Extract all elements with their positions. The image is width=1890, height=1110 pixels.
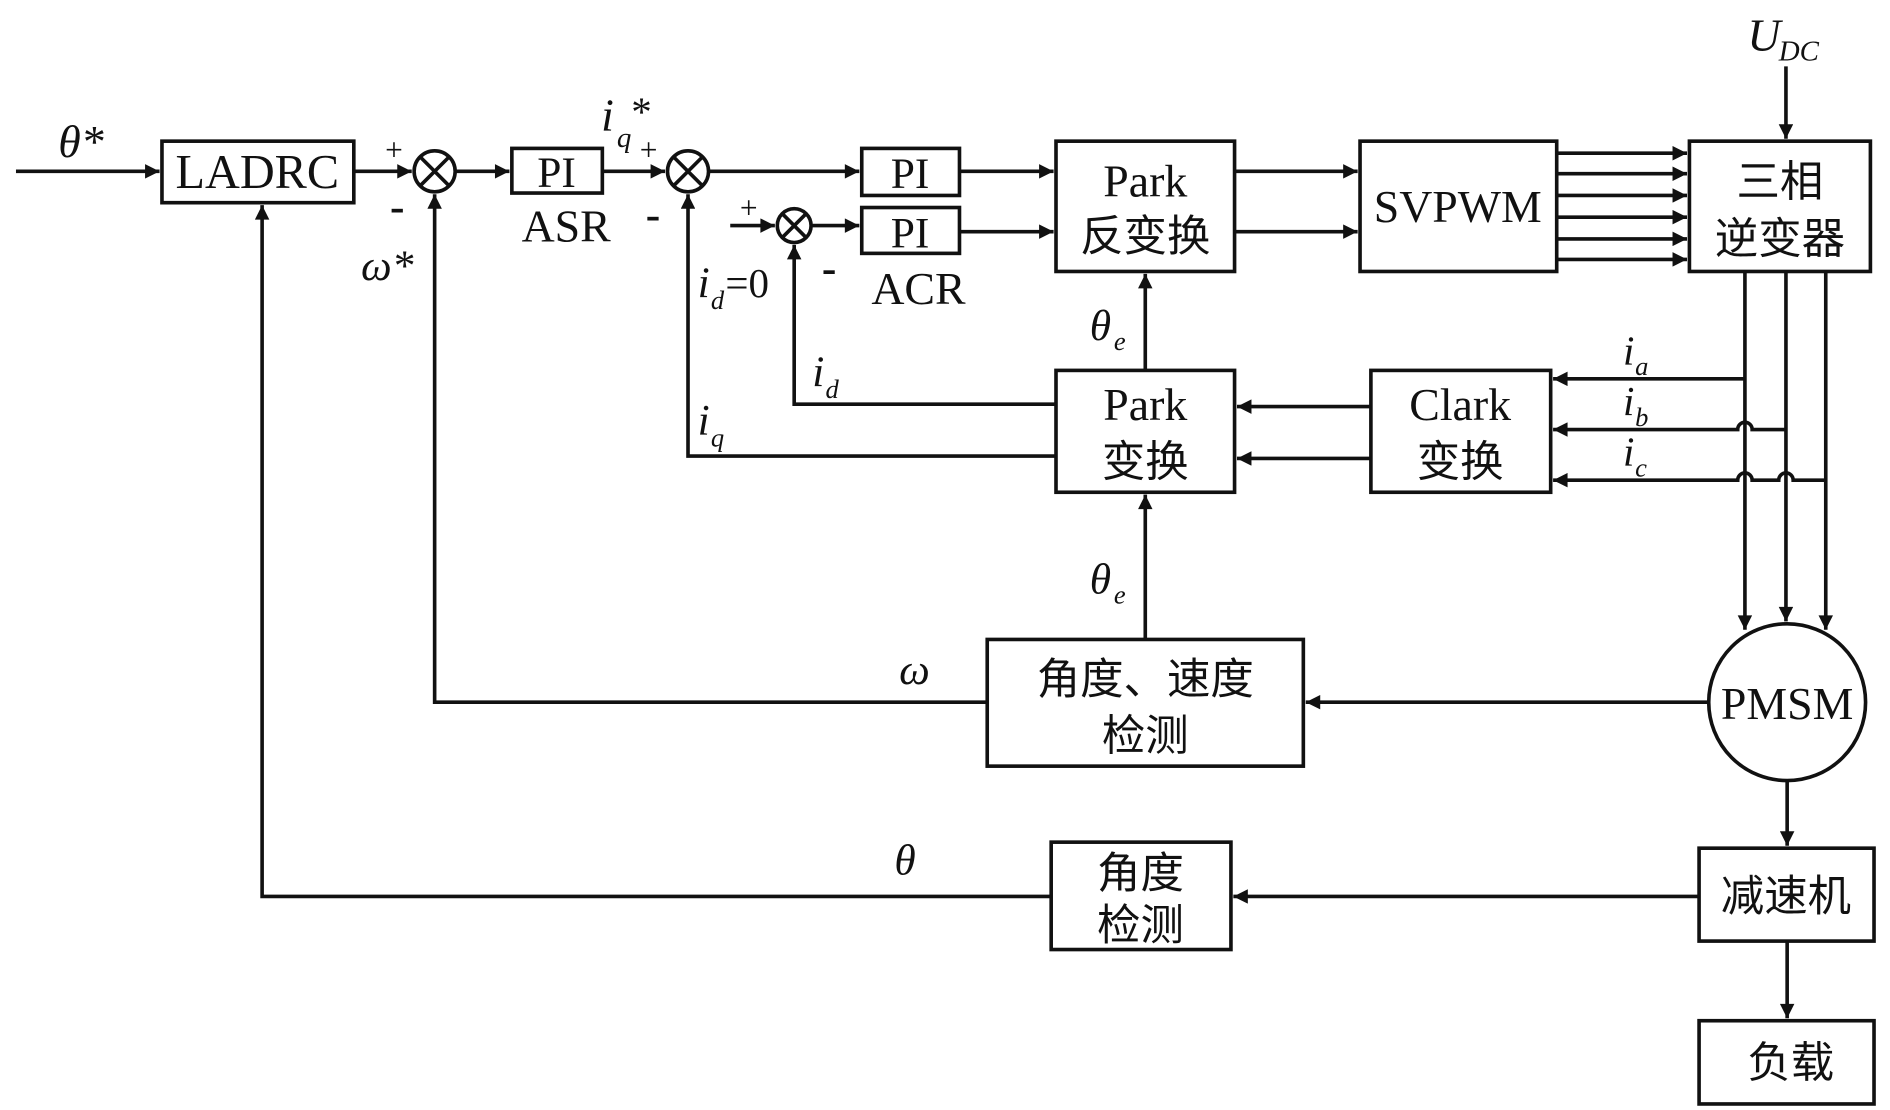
sum1-minus-sign: - bbox=[390, 183, 404, 231]
angle-detection-label-2: 检测 bbox=[1097, 902, 1184, 950]
angle-speed-detection-label-2: 检测 bbox=[1102, 712, 1189, 760]
ladrc-block: LADRC bbox=[160, 139, 356, 205]
ladrc-label: LADRC bbox=[176, 146, 340, 199]
reducer-block: 减速机 bbox=[1697, 846, 1876, 943]
acr-label: ACR bbox=[871, 263, 966, 314]
iq-ref-label: i q * bbox=[601, 88, 652, 154]
theta-e-label-lower: θ e bbox=[1090, 556, 1126, 610]
ib-main: i bbox=[1623, 378, 1634, 424]
sum2-minus-sign: - bbox=[646, 191, 660, 239]
clark-label-1: Clark bbox=[1409, 379, 1511, 430]
reducer-label: 减速机 bbox=[1721, 873, 1851, 921]
inverter-block: 三相 逆变器 bbox=[1687, 139, 1873, 274]
ic-sub: c bbox=[1635, 453, 1647, 483]
inverse-park-label-1: Park bbox=[1103, 156, 1187, 207]
pi-q-label: PI bbox=[891, 150, 930, 198]
svpwm-label: SVPWM bbox=[1374, 181, 1542, 232]
iq-ref-main: i bbox=[601, 89, 614, 140]
ic-label: i c bbox=[1623, 429, 1647, 483]
theta-feedback-arrow bbox=[254, 205, 1052, 899]
omega-label: ω bbox=[899, 646, 930, 694]
ic-main: i bbox=[1623, 429, 1634, 475]
theta-e-lower-main: θ bbox=[1090, 556, 1111, 604]
udc-sub: DC bbox=[1778, 35, 1820, 67]
inverter-label-1: 三相 bbox=[1736, 159, 1823, 207]
id-ref-main: i bbox=[698, 259, 710, 307]
sum1-plus-sign: + bbox=[385, 132, 403, 167]
omega-ref-label: ω* bbox=[361, 242, 414, 290]
pi-d-label: PI bbox=[891, 209, 930, 257]
iq-ref-sub: q bbox=[617, 122, 631, 154]
id-feedback-arrow bbox=[786, 244, 1056, 406]
id-ref-value: =0 bbox=[725, 260, 769, 306]
theta-label: θ bbox=[894, 837, 915, 885]
udc-label: U DC bbox=[1747, 10, 1819, 68]
sum-junction-q-current bbox=[665, 149, 711, 194]
park-label-1: Park bbox=[1103, 379, 1187, 430]
svpwm-block: SVPWM bbox=[1358, 139, 1559, 274]
sum2-plus-sign: + bbox=[640, 132, 658, 167]
id-ref-label: i d =0 bbox=[698, 259, 769, 315]
iq-main: i bbox=[698, 396, 710, 444]
load-label: 负载 bbox=[1747, 1039, 1834, 1087]
ic-arrow bbox=[1553, 471, 1826, 488]
pi-q-block: PI bbox=[859, 146, 962, 198]
sum3-plus-sign: + bbox=[740, 190, 758, 225]
omega-feedback-arrow bbox=[427, 194, 988, 705]
ia-main: i bbox=[1623, 327, 1634, 373]
park-block: Park 变换 bbox=[1054, 368, 1237, 495]
iq-feedback-label: i q bbox=[698, 396, 725, 452]
pmsm-label: PMSM bbox=[1721, 678, 1853, 729]
iq-feedback-arrow bbox=[680, 194, 1056, 458]
theta-e-upper-sub: e bbox=[1114, 326, 1126, 356]
load-block: 负载 bbox=[1697, 1018, 1876, 1106]
park-label-2: 变换 bbox=[1102, 439, 1189, 487]
pmsm-motor: PMSM bbox=[1706, 621, 1868, 783]
theta-e-upper-main: θ bbox=[1090, 302, 1111, 350]
pi-d-block: PI bbox=[859, 205, 962, 257]
asr-label: ASR bbox=[522, 200, 612, 251]
ib-sub: b bbox=[1635, 402, 1648, 432]
ib-label: i b bbox=[1623, 378, 1648, 432]
sum3-minus-sign: - bbox=[822, 244, 836, 292]
angle-detection-block: 角度 检测 bbox=[1049, 840, 1233, 952]
inverter-label-2: 逆变器 bbox=[1715, 215, 1845, 263]
sum-junction-d-current bbox=[775, 206, 813, 245]
theta-e-lower-sub: e bbox=[1114, 579, 1126, 609]
id-feedback-label: i d bbox=[812, 348, 839, 404]
udc-main: U bbox=[1747, 10, 1783, 61]
clark-block: Clark 变换 bbox=[1369, 368, 1553, 495]
theta-e-label-upper: θ e bbox=[1090, 302, 1126, 356]
theta-ref-label: θ* bbox=[58, 116, 104, 167]
pi-asr-label: PI bbox=[537, 149, 576, 197]
iq-ref-star: * bbox=[631, 88, 652, 134]
inverse-park-label-2: 反变换 bbox=[1080, 213, 1210, 261]
pi-asr-block: PI bbox=[510, 146, 605, 197]
ib-arrow bbox=[1553, 420, 1786, 437]
sum-junction-speed bbox=[412, 149, 457, 194]
ia-label: i a bbox=[1623, 327, 1648, 381]
iq-sub: q bbox=[711, 422, 724, 452]
angle-detection-label-1: 角度 bbox=[1097, 850, 1184, 898]
inverse-park-block: Park 反变换 bbox=[1054, 139, 1237, 274]
angle-speed-detection-label-1: 角度、速度 bbox=[1037, 656, 1254, 704]
id-ref-sub: d bbox=[711, 285, 725, 315]
angle-speed-detection-block: 角度、速度 检测 bbox=[985, 637, 1306, 768]
connections bbox=[15, 66, 1833, 1019]
id-sub: d bbox=[826, 374, 840, 404]
id-main: i bbox=[812, 348, 824, 396]
ia-sub: a bbox=[1635, 351, 1648, 381]
clark-label-2: 变换 bbox=[1417, 439, 1504, 487]
